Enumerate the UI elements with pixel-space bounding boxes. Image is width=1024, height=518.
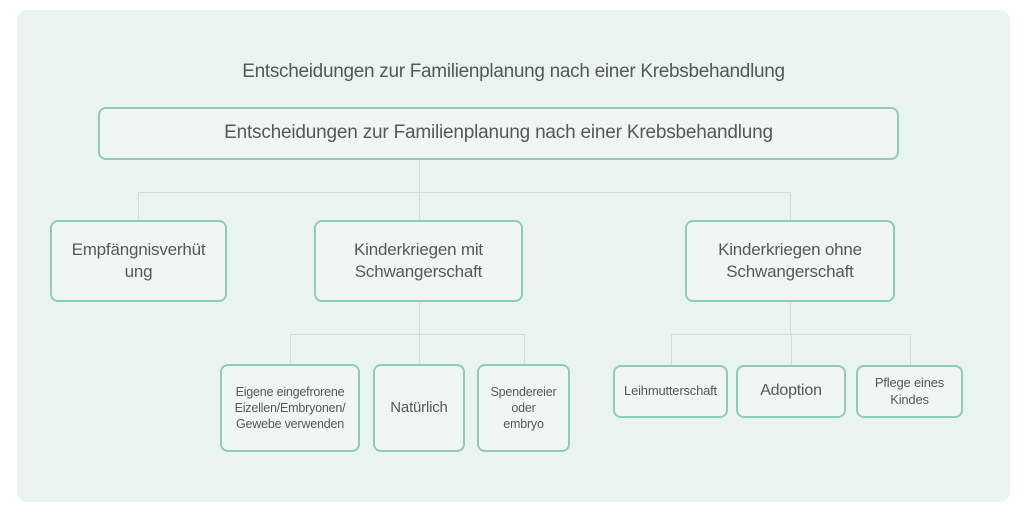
connector-root-drop <box>419 160 420 202</box>
connector-level2-drop-1 <box>138 192 139 220</box>
connector-level2-drop-3 <box>790 192 791 220</box>
connector-mit-drop-3 <box>524 334 525 364</box>
node-kinderkriegen-ohne-schwangerschaft: Kinderkriegen ohne Schwangerschaft <box>685 220 895 302</box>
node-natuerlich: Natürlich <box>373 364 465 452</box>
connector-ohne-drop-2 <box>791 334 792 365</box>
node-empfaengnisverhuetung: Empfängnisverhüt ung <box>50 220 227 302</box>
node-pflege-eines-kindes: Pflege eines Kindes <box>856 365 963 418</box>
node-leihmutterschaft: Leihmutterschaft <box>613 365 728 418</box>
connector-ohne-rail <box>671 334 910 335</box>
node-eigene-eingefrorene-eizellen: Eigene eingefrorene Eizellen/Embryonen/ … <box>220 364 360 452</box>
node-root: Entscheidungen zur Familienplanung nach … <box>98 107 899 160</box>
connector-level2-drop-2 <box>419 192 420 220</box>
node-spendereier-oder-embryo: Spendereier oder embryo <box>477 364 570 452</box>
diagram-card: Entscheidungen zur Familienplanung nach … <box>17 10 1010 502</box>
connector-ohne-drop-1 <box>671 334 672 365</box>
connector-ohne-drop <box>790 302 791 334</box>
node-kinderkriegen-mit-schwangerschaft: Kinderkriegen mit Schwangerschaft <box>314 220 523 302</box>
node-adoption: Adoption <box>736 365 846 418</box>
connector-mit-drop <box>419 302 420 334</box>
connector-ohne-drop-3 <box>910 334 911 365</box>
connector-level2-rail <box>138 192 790 193</box>
connector-mit-drop-2 <box>419 334 420 364</box>
connector-mit-rail <box>290 334 524 335</box>
diagram-heading: Entscheidungen zur Familienplanung nach … <box>242 61 785 82</box>
connector-mit-drop-1 <box>290 334 291 364</box>
